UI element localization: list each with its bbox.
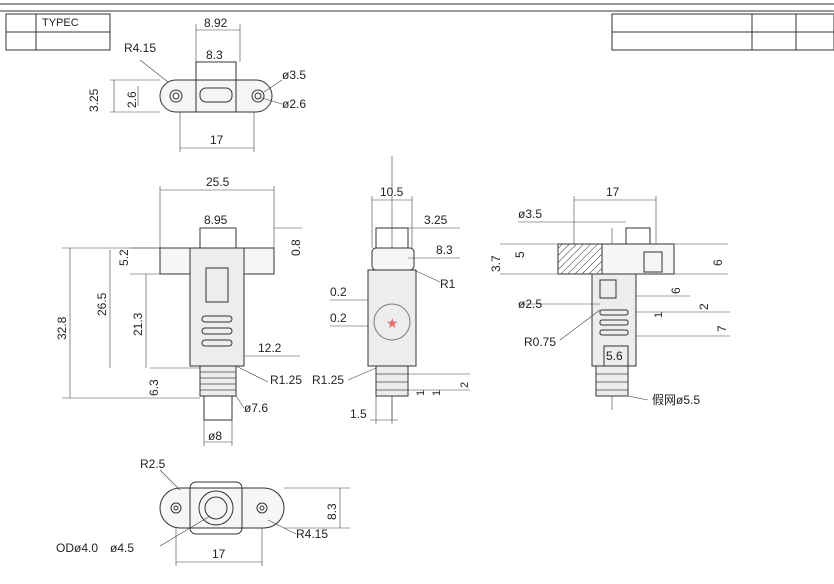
dim-bot-height: 8.3 [325,503,339,520]
dim-bot-id: ø4.5 [110,541,134,555]
dim-sec-hb: 5 [513,251,527,258]
dim-gap-b: 0.2 [330,311,347,325]
title-block-right [611,13,834,51]
dim-hole: ø3.5 [282,68,306,82]
dim-sec-hg: 7 [715,325,729,332]
stamp-icon: ★ [386,316,399,332]
dim-bot-length: 17 [212,547,226,561]
dim-shaft: ø8 [208,429,222,443]
dim-height-b: 2.6 [125,91,139,108]
dim-sec-width: 17 [606,185,620,199]
dim-body-height: 26.5 [95,292,109,316]
dim-side-base: 1.5 [350,407,367,421]
dim-total-length: 17 [210,133,224,147]
dim-inner-height: 21.3 [131,312,145,336]
drawing-border [0,3,834,12]
dim-radius: R4.15 [124,41,156,55]
dim-side-fillet: R1.25 [312,373,344,387]
title-block-left: TYPEC [5,13,111,51]
dim-body-width: 12.2 [258,341,282,355]
bottom-view: R2.5 8.3 R4.15 ODø4.0 ø4.5 17 [56,457,350,566]
dim-sec-hd: 6 [669,287,683,294]
dim-sec-he: 2 [697,303,711,310]
dim-small-b: 1 [431,390,443,396]
dim-flange-thick: 0.8 [289,239,303,256]
dim-bot-od: ODø4.0 [56,541,98,555]
dim-bot-rsmall: R2.5 [140,457,166,471]
dim-port-width: 8.95 [204,213,228,227]
section-view: 17 ø3.5 3.7 5 6 6 2 1 7 ø2.5 R0.75 5.6 假… [489,185,730,410]
dim-outer-width: 8.92 [204,16,228,30]
title-label: TYPEC [42,17,79,29]
dim-height-a: 3.25 [87,88,101,112]
dim-small-c: 2 [459,382,471,388]
dim-side-radius: R1 [440,277,456,291]
dim-top-offset: 5.2 [117,249,131,266]
dim-sec-hc: 6 [711,259,725,266]
dim-side-width: 10.5 [380,185,404,199]
front-view: 25.5 8.95 0.8 5.2 32.8 26.5 21.3 6.3 12.… [55,175,303,446]
top-view: 8.92 8.3 R4.15 ø3.5 ø2.6 3.25 2.6 17 [87,16,306,152]
dim-side-port: 8.3 [436,243,453,257]
dim-fillet: R1.25 [270,373,302,387]
dim-sec-ha: 3.7 [489,255,503,272]
dim-sec-pin: ø2.5 [518,297,542,311]
dim-sec-hf: 1 [653,312,665,318]
dim-flange-width: 25.5 [206,175,230,189]
dim-thread: ø7.6 [244,401,268,415]
dim-side-step: 3.25 [424,213,448,227]
dim-sec-thread: 假网ø5.5 [652,393,700,407]
dim-shaft-height: 6.3 [147,379,161,396]
dim-gap-a: 0.2 [330,285,347,299]
dim-hole-small: ø2.6 [282,97,306,111]
dim-sec-inner: 5.6 [606,349,623,363]
dim-inner-width: 8.3 [206,48,223,62]
dim-sec-hole: ø3.5 [518,207,542,221]
dim-small-a: 1 [415,390,427,396]
dim-total-height: 32.8 [55,316,69,340]
side-view: ★ 10.5 3.25 8.3 R1 0.2 0.2 R1.25 1.5 1 1… [312,156,471,424]
dim-bot-rlarge: R4.15 [296,527,328,541]
dim-sec-radius: R0.75 [524,335,556,349]
